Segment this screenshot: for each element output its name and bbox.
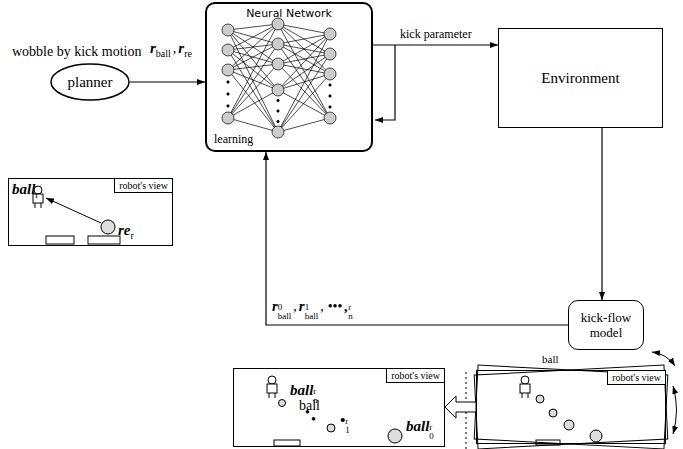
label-group: • <box>303 405 312 421</box>
note-text: • <box>311 412 316 427</box>
note-text: ball <box>542 353 559 365</box>
arrow-connector <box>130 81 205 82</box>
label-group: rer <box>118 222 134 241</box>
label-group: wobble by kick motion <box>10 44 144 60</box>
planner-ellipse: planner <box>50 63 130 101</box>
node-note: learning <box>213 132 254 147</box>
variable-symbol: ball <box>12 181 35 197</box>
superscript: r <box>313 387 318 396</box>
superscript: r <box>429 423 434 432</box>
variable-symbol: re <box>118 222 131 238</box>
subscript: r <box>35 189 38 200</box>
arrow-connector <box>266 152 568 325</box>
index-stack: 1ball <box>305 303 319 321</box>
label-group: • <box>309 412 318 428</box>
arrow-connector <box>601 128 602 300</box>
note-text: , <box>320 299 324 314</box>
subscript: n <box>348 312 353 321</box>
label-group: ball <box>540 353 561 365</box>
subscript: ball <box>156 48 171 59</box>
note-text: wobble by kick motion <box>12 44 142 59</box>
variable-symbol: r <box>299 298 305 314</box>
index-stack: rn <box>348 303 353 321</box>
subscript: ball <box>305 312 319 321</box>
variable-symbol: • <box>340 412 345 428</box>
index-stack: 0ball <box>278 303 292 321</box>
note-text: ••• <box>328 299 343 314</box>
node-label: planner <box>68 74 113 91</box>
superscript: 1 <box>305 303 319 312</box>
subscript: re <box>184 48 192 59</box>
view-tag: robot's view <box>607 371 665 385</box>
variable-symbol: ball <box>290 382 313 398</box>
index-stack: r0 <box>429 423 434 441</box>
variable-symbol: r <box>178 40 184 56</box>
process-box: Environment <box>498 28 663 128</box>
view-panel: robot's view <box>476 370 666 444</box>
superscript: 0 <box>278 303 292 312</box>
view-tag: robot's view <box>386 369 444 383</box>
label-group: •r1 <box>340 412 350 435</box>
hollow-arrow <box>445 396 476 418</box>
node-label: Environment <box>541 70 619 87</box>
subscript: ball <box>278 312 292 321</box>
view-tag: robot's view <box>114 179 172 193</box>
variable-symbol: r <box>150 40 156 56</box>
label-group: r0ball,r1ball,•••,rn <box>272 298 353 321</box>
superscript: r <box>348 303 353 312</box>
variable-symbol: r <box>272 298 278 314</box>
network-box: Neural Network learning <box>205 2 373 152</box>
subscript: 0 <box>429 432 434 441</box>
node-label: kick-flow model <box>571 310 641 340</box>
note-text: • <box>305 405 310 420</box>
label-group: rball,rre <box>150 40 192 59</box>
note-text: , <box>173 41 177 56</box>
variable-symbol: , <box>344 298 348 314</box>
note-text: , <box>293 299 297 314</box>
view-panel: robot's view <box>233 368 445 447</box>
variable-symbol: ball <box>406 418 429 434</box>
node-title: Neural Network <box>207 7 371 20</box>
superscript: r <box>345 417 350 426</box>
label-group: ballr0 <box>406 418 434 441</box>
subscript: r <box>131 230 134 241</box>
learning-loop <box>375 45 395 120</box>
index-stack: r1 <box>345 417 350 435</box>
model-box: kick-flow model <box>568 300 644 350</box>
subscript: 1 <box>345 426 350 435</box>
label-group: ballr <box>12 181 39 200</box>
edge-label: kick parameter <box>398 27 474 42</box>
arrow-connector <box>373 44 498 45</box>
